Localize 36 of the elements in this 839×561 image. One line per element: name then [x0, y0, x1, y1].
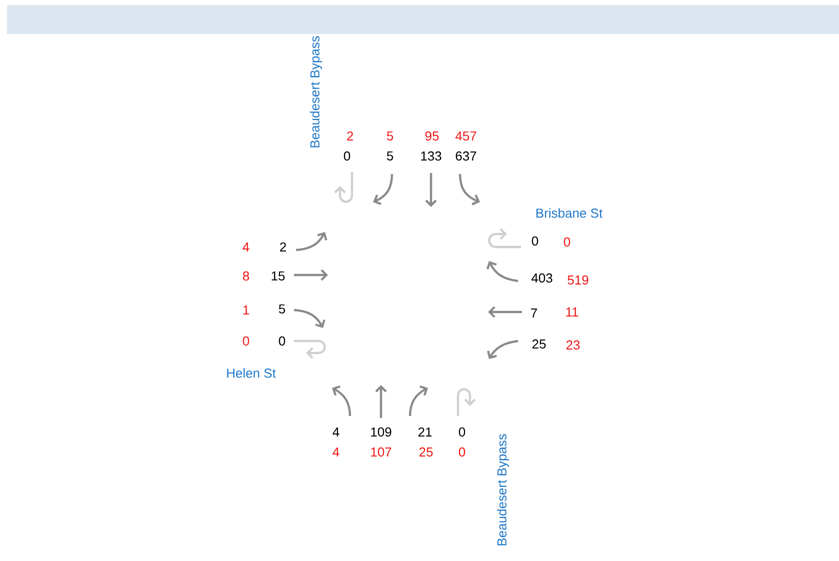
count-label: 4 — [332, 448, 340, 456]
count-label: 0 — [344, 151, 350, 161]
street-name: Brisbane St — [536, 208, 602, 218]
count-label: 5 — [386, 131, 394, 141]
count-label: 2 — [280, 242, 286, 252]
count-label: 457 — [455, 131, 476, 141]
count-label: 0 — [564, 237, 570, 247]
count-label: 11 — [566, 308, 578, 316]
count-label: 25 — [419, 447, 433, 457]
count-label: 519 — [568, 275, 588, 285]
count-label: 8 — [242, 271, 250, 281]
count-label: 1 — [243, 306, 249, 314]
count-label: 0 — [242, 336, 250, 346]
count-label: 403 — [531, 273, 552, 283]
count-label: 0 — [532, 236, 538, 246]
count-label: 25 — [532, 339, 546, 349]
count-label: 109 — [371, 427, 392, 437]
count-label: 0 — [458, 427, 466, 437]
count-label: 107 — [371, 447, 392, 457]
street-name: Beaudesert Bypass — [496, 434, 510, 546]
street-name: Beaudesert Bypass — [310, 36, 322, 148]
street-name: Helen St — [227, 368, 276, 378]
count-label: 7 — [531, 308, 537, 318]
count-label: 5 — [386, 151, 394, 161]
count-label: 15 — [272, 271, 285, 281]
count-label: 0 — [278, 336, 286, 346]
count-label: 23 — [566, 340, 580, 350]
count-label: 4 — [332, 428, 340, 436]
count-label: 95 — [425, 131, 439, 141]
count-label: 0 — [458, 447, 466, 457]
count-label: 133 — [421, 151, 442, 161]
count-label: 2 — [347, 131, 353, 141]
count-label: 5 — [278, 304, 286, 314]
count-label: 4 — [242, 242, 250, 252]
count-label: 21 — [418, 427, 432, 437]
count-label: 637 — [456, 151, 476, 161]
